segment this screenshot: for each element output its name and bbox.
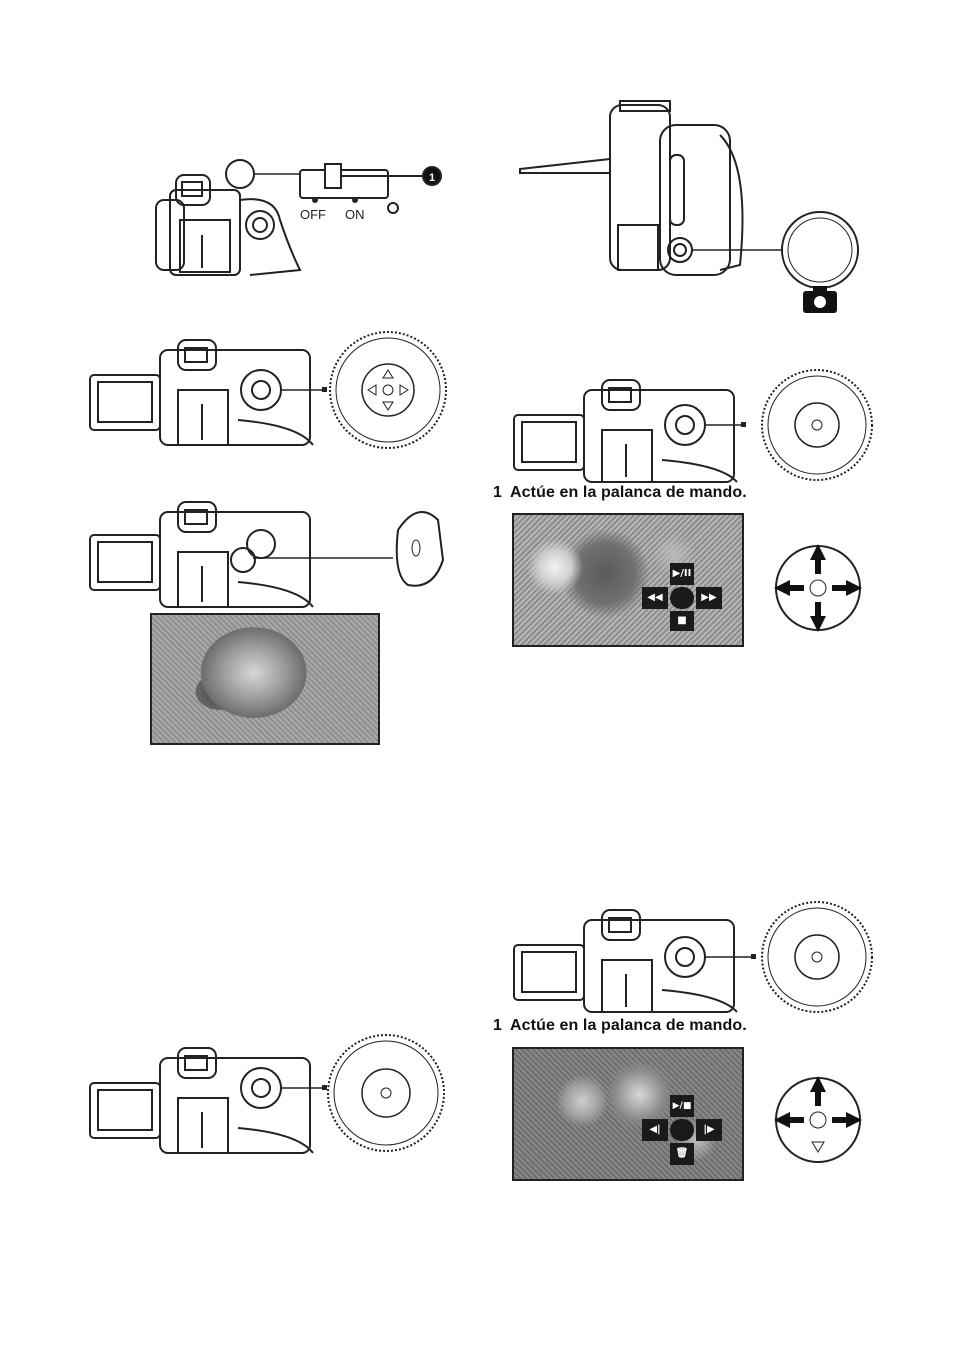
- delete-button[interactable]: 🗑: [670, 1143, 694, 1165]
- arrow-down-icon: [810, 602, 826, 632]
- previous-button[interactable]: ◀|: [642, 1119, 668, 1141]
- camcorder-mode-dial-figure-1: [88, 330, 448, 450]
- stop-button[interactable]: ■: [670, 611, 694, 631]
- joystick-3way-diagram: [772, 1074, 864, 1166]
- arrow-up-icon: [810, 1076, 826, 1106]
- playback-controls-overlay: ▶/II ◀◀ ▶▶ ■: [632, 563, 732, 633]
- mode-dial-illustration: [328, 1035, 444, 1151]
- playback-screen-image: ▶/II ◀◀ ▶▶ ■: [512, 513, 744, 647]
- off-label: OFF: [300, 207, 326, 222]
- step-number: 1: [493, 484, 502, 501]
- camcorder-button-callout-figure: [88, 500, 448, 610]
- center-button[interactable]: [670, 587, 694, 609]
- arrow-down-outline-icon: [812, 1142, 824, 1152]
- camcorder-power-switch-figure: 1 OFF ON: [150, 160, 450, 280]
- recording-screen-image: [150, 613, 380, 745]
- step-text: Actúe en la palanca de mando.: [510, 484, 747, 501]
- camcorder-mode-dial-figure-2: [512, 375, 877, 485]
- callout-number: 1: [429, 172, 435, 184]
- camcorder-body-illustration: [156, 160, 300, 275]
- camcorder-side-photoshot-figure: [520, 95, 870, 315]
- play-pause-button[interactable]: ▶/II: [670, 563, 694, 585]
- camcorder-open-lcd-illustration: [90, 340, 313, 445]
- step-caption-1: 1 Actúe en la palanca de mando.: [493, 484, 747, 502]
- center-button[interactable]: [670, 1119, 694, 1141]
- fast-forward-button[interactable]: ▶▶: [696, 587, 722, 609]
- camcorder-side-illustration: [520, 101, 743, 275]
- camcorder-mode-dial-figure-3: [512, 905, 877, 1015]
- arrow-up-icon: [810, 544, 826, 574]
- on-label: ON: [345, 207, 365, 222]
- mode-dial-illustration: [762, 902, 872, 1012]
- next-button[interactable]: |▶: [696, 1119, 722, 1141]
- mode-dial-illustration: [762, 370, 872, 480]
- camera-icon: [803, 286, 837, 313]
- joystick-4way-diagram: [772, 542, 864, 634]
- arrow-right-icon: [832, 580, 862, 596]
- step-caption-2: 1 Actúe en la palanca de mando.: [493, 1017, 747, 1035]
- camcorder-mode-dial-figure-4: [88, 1038, 448, 1158]
- mode-dial-illustration: [330, 332, 446, 448]
- photoshot-button-illustration: [782, 212, 858, 288]
- button-closeup-illustration: [397, 512, 443, 586]
- step-number: 1: [493, 1017, 502, 1034]
- play-stop-button[interactable]: ▶/■: [670, 1095, 694, 1117]
- picture-playback-screen-image: ▶/■ ◀| |▶ 🗑: [512, 1047, 744, 1181]
- arrow-left-icon: [774, 580, 804, 596]
- camcorder-open-lcd-illustration: [514, 910, 737, 1012]
- camcorder-open-lcd-illustration: [90, 1048, 313, 1153]
- picture-playback-controls-overlay: ▶/■ ◀| |▶ 🗑: [632, 1095, 732, 1167]
- power-switch-illustration: [300, 164, 441, 213]
- arrow-left-icon: [774, 1112, 804, 1128]
- step-text: Actúe en la palanca de mando.: [510, 1017, 747, 1034]
- camcorder-open-lcd-illustration: [90, 502, 313, 607]
- rewind-button[interactable]: ◀◀: [642, 587, 668, 609]
- arrow-right-icon: [832, 1112, 862, 1128]
- camcorder-open-lcd-illustration: [514, 380, 737, 482]
